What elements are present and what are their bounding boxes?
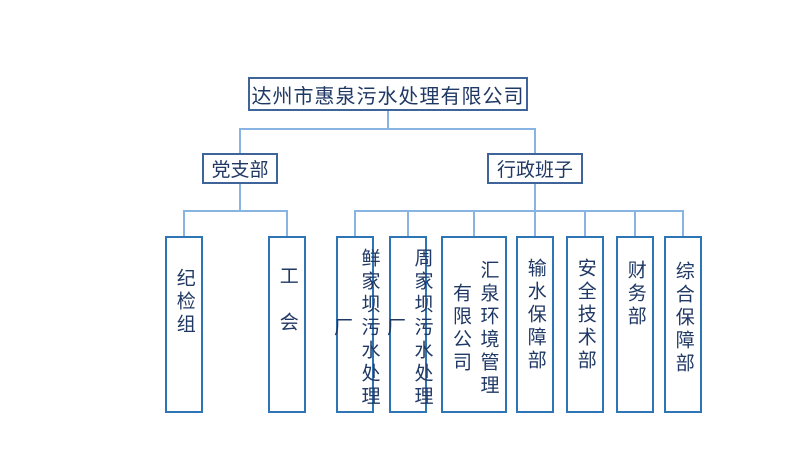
connector-drop-union xyxy=(286,210,288,236)
connector-drop-huiquan-env xyxy=(473,210,475,236)
org-node-water-delivery-support-dept-label: 输水保障部 xyxy=(524,258,546,373)
org-node-admin-team-label: 行政班子 xyxy=(496,160,573,181)
org-node-finance-dept-label: 财务部 xyxy=(624,260,646,329)
org-node-safety-technology-dept-label: 安全技术部 xyxy=(574,258,596,373)
connector-admin-crossbar xyxy=(354,210,684,212)
connector-drop-finance xyxy=(634,210,636,236)
connector-root-stem xyxy=(387,111,389,129)
org-node-discipline-inspection-group-label: 纪检组 xyxy=(173,268,195,337)
connector-drop-zhoujiaba xyxy=(407,210,409,236)
org-node-general-support-dept-label: 综合保障部 xyxy=(672,261,694,376)
connector-party-crossbar xyxy=(183,210,288,212)
connector-drop-general-support xyxy=(682,210,684,236)
connector-admin-stem xyxy=(534,184,536,212)
org-node-discipline-inspection-group: 纪检组 xyxy=(165,236,203,413)
connector-root-crossbar xyxy=(239,128,536,130)
org-node-safety-technology-dept: 安全技术部 xyxy=(566,236,604,413)
org-node-labor-union: 工 会 xyxy=(268,236,306,413)
org-node-company-root-label: 达州市惠泉污水处理有限公司 xyxy=(251,85,525,108)
org-node-general-support-dept: 综合保障部 xyxy=(664,236,702,413)
connector-drop-party xyxy=(239,128,241,153)
org-node-admin-team: 行政班子 xyxy=(487,153,583,184)
connector-drop-discipline xyxy=(183,210,185,236)
org-node-water-delivery-support-dept: 输水保障部 xyxy=(516,236,554,413)
org-node-huiquan-environment-company: 汇泉环境管理有限公司 xyxy=(441,236,507,413)
org-node-party-branch-label: 党支部 xyxy=(211,160,269,181)
connector-party-stem xyxy=(239,184,241,212)
org-node-finance-dept: 财务部 xyxy=(616,236,654,413)
org-node-company-root: 达州市惠泉污水处理有限公司 xyxy=(248,77,528,111)
org-node-huiquan-environment-company-label: 汇泉环境管理有限公司 xyxy=(450,260,499,398)
org-node-party-branch: 党支部 xyxy=(202,153,278,184)
org-node-xianjiaba-sewage-plant: 鲜家坝污水处理厂 xyxy=(331,236,380,413)
org-node-xianjiaba-sewage-plant-label: 鲜家坝污水处理厂 xyxy=(331,248,380,409)
org-node-labor-union-label: 工 会 xyxy=(276,266,298,335)
connector-drop-xianjiaba xyxy=(354,210,356,236)
connector-drop-admin xyxy=(534,128,536,153)
connector-drop-water-delivery xyxy=(534,210,536,236)
org-node-zhoujiaba-sewage-plant: 周家坝污水处理厂 xyxy=(384,236,433,413)
org-node-zhoujiaba-sewage-plant-label: 周家坝污水处理厂 xyxy=(384,248,433,409)
connector-drop-safety-tech xyxy=(584,210,586,236)
